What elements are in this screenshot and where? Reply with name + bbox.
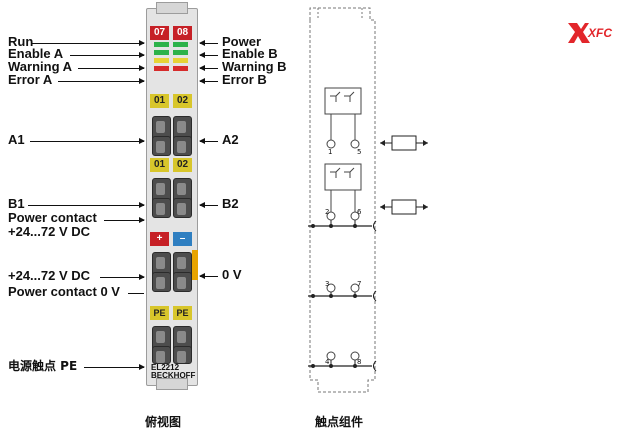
leader-power [199, 40, 218, 46]
leader-b2 [199, 202, 218, 208]
terminal-slot [152, 346, 171, 364]
leader-warning-b [199, 65, 218, 71]
header-power: + – [150, 232, 192, 246]
label-zero-v: 0 V [222, 267, 242, 282]
terminal-slot [173, 198, 192, 218]
terminal-slot [173, 346, 192, 364]
leader-a2 [199, 138, 218, 144]
terminal-slot [152, 198, 171, 218]
header-a-01: 01 [150, 94, 169, 108]
header-channel-a: 01 02 [150, 94, 192, 108]
header-pe-2: PE [173, 306, 192, 320]
pin-label-5: 5 [357, 148, 362, 156]
label-a2: A2 [222, 132, 239, 147]
terminal-slot [152, 272, 171, 292]
terminal-slot [173, 272, 192, 292]
header-top-label: 07 08 [150, 26, 192, 40]
label-warning-b: Warning B [222, 59, 287, 74]
bottom-latch [156, 378, 188, 390]
label-error-a: Error A [8, 72, 53, 87]
xfc-logo-text: XFC [588, 26, 612, 40]
top-latch [156, 2, 188, 14]
pin-label-8: 8 [357, 358, 362, 366]
xfc-logo: XFC [566, 20, 616, 46]
load-b [391, 199, 417, 215]
label-power: Power [222, 34, 262, 49]
label-voltage-top: +24...72 V DC [8, 224, 91, 239]
label-enable-a: Enable A [8, 46, 64, 61]
caption-top-view: 俯视图 [145, 415, 182, 429]
pin-5 [350, 139, 360, 149]
terminal-slot [173, 136, 192, 156]
leader-warning-a [78, 65, 145, 71]
pin-label-4: 4 [325, 358, 330, 366]
label-enable-b: Enable B [222, 46, 278, 61]
header-pe: PE PE [150, 306, 192, 320]
schematic-outline [309, 7, 376, 393]
header-a-02: 02 [173, 94, 192, 108]
pin-label-6: 6 [357, 208, 362, 216]
relay-block-b [324, 163, 362, 191]
header-pe-1: PE [150, 306, 169, 320]
leader-zero-v [199, 273, 218, 279]
pin-label-7: 7 [357, 280, 362, 288]
header-channel-b: 01 02 [150, 158, 192, 172]
brand-name: BECKHOFF [151, 371, 196, 380]
leader-a1 [30, 138, 145, 144]
leader-error-a [58, 78, 145, 84]
leader-enable-a [70, 52, 145, 58]
caption-contact-assembly: 触点组件 [315, 415, 364, 429]
label-pe-cn: 电源触点 PE [8, 359, 78, 373]
label-voltage-mid: +24...72 V DC [8, 268, 91, 283]
label-a1: A1 [8, 132, 25, 147]
header-plus: + [150, 232, 169, 246]
header-minus: – [173, 232, 192, 246]
terminal-top-view: 07 08 01 02 01 02 + – PE PE EL2212 BECKH… [140, 2, 202, 390]
leader-b1 [28, 202, 145, 208]
leader-error-b [199, 78, 218, 84]
label-run: Run [8, 34, 34, 49]
model-number: EL2212 [151, 363, 180, 372]
label-warning-a: Warning A [8, 59, 73, 74]
leader-enable-b [199, 52, 218, 58]
terminal-slot [152, 136, 171, 156]
pin-label-1: 1 [328, 148, 333, 156]
label-power-contact-0v: Power contact 0 V [8, 284, 120, 299]
header-07: 07 [150, 26, 169, 40]
xfc-logo-mark [568, 23, 590, 43]
header-b-02: 02 [173, 158, 192, 172]
load-a [391, 135, 417, 151]
label-power-contact: Power contact [8, 210, 97, 225]
label-b2: B2 [222, 196, 239, 211]
label-b1: B1 [8, 196, 25, 211]
pin-1 [326, 139, 336, 149]
leader-run [32, 40, 145, 46]
leader-pe [84, 364, 145, 370]
led-panel [154, 42, 188, 74]
leader-voltage-mid [100, 274, 145, 280]
leader-power-contact [104, 217, 145, 223]
relay-block-a [324, 87, 362, 115]
header-b-01: 01 [150, 158, 169, 172]
label-error-b: Error B [222, 72, 267, 87]
header-08: 08 [173, 26, 192, 40]
terminal-brand: EL2212 BECKHOFF [151, 364, 195, 380]
power-contact-tab [192, 250, 198, 280]
pin-label-2: 2 [325, 208, 330, 216]
pin-label-3: 3 [325, 280, 330, 288]
leader-power-contact-0v [128, 293, 144, 294]
